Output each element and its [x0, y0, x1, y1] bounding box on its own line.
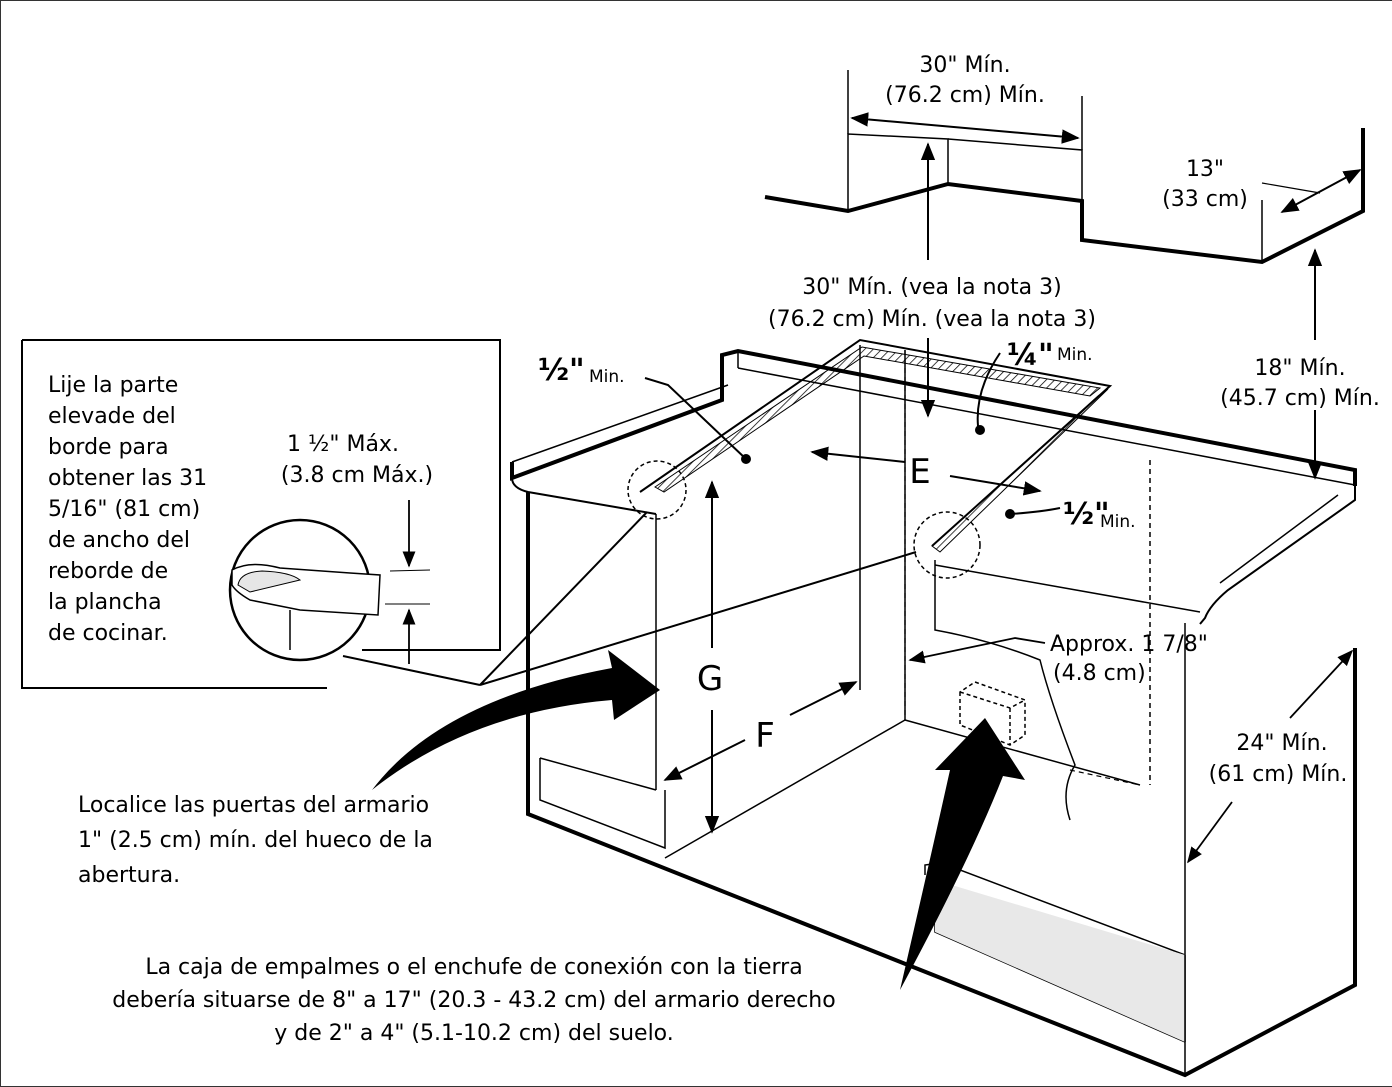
top-width-line1: 30" Mín. — [919, 53, 1010, 78]
depth-min-line2: (61 cm) Mín. — [1209, 762, 1348, 787]
door-note-line: Localice las puertas del armario — [78, 793, 429, 818]
junction-curved-arrow — [900, 718, 1025, 990]
dimension-e-label: E — [909, 452, 930, 492]
quarter-min-frac: ¼" — [1007, 338, 1054, 373]
inset-note-line: de ancho del — [48, 528, 190, 553]
quarter-min-unit: Min. — [1057, 345, 1093, 365]
f-arrow-left — [663, 739, 746, 781]
half-min-left-dot — [741, 454, 751, 464]
max-edge-line1: 1 ½" Máx. — [287, 432, 399, 457]
inset-leaders — [342, 511, 917, 686]
inset-note-line: reborde de — [48, 559, 168, 584]
quarter-min-leader — [976, 352, 1001, 427]
upper-clearance-line1: 30" Mín. (vea la nota 3) — [802, 275, 1061, 300]
top-depth-line1: 13" — [1186, 157, 1224, 182]
inset-note-line: obtener las 31 — [48, 466, 207, 491]
approx-line1: Approx. 1 7/8" — [1050, 632, 1208, 657]
depth-min-arrow-down — [1187, 801, 1233, 864]
quarter-min-dot — [975, 425, 985, 435]
depth-min-line1: 24" Mín. — [1236, 731, 1327, 756]
upper-clearance-line2: (76.2 cm) Mín. (vea la nota 3) — [768, 307, 1096, 332]
approx-arrow — [908, 637, 1046, 664]
inset-note-line: elevade del — [48, 404, 176, 429]
countertop — [510, 348, 1357, 790]
e-arrow-right — [949, 475, 1042, 496]
door-note: Localice las puertas del armario 1" (2.5… — [78, 793, 433, 888]
side-clearance-line2: (45.7 cm) Mín. — [1220, 386, 1380, 411]
inset-note: Lije la parte elevade del borde para obt… — [48, 373, 207, 646]
top-width-dimension — [847, 70, 1083, 150]
dimension-g-label: G — [697, 659, 723, 699]
half-min-left-leader — [644, 377, 747, 460]
base-cabinet — [526, 623, 1357, 1078]
max-edge-line2: (3.8 cm Máx.) — [281, 463, 433, 488]
half-min-right-dot — [1005, 509, 1015, 519]
half-min-right-unit: Min. — [1100, 512, 1136, 532]
inset-note-line: Lije la parte — [48, 373, 178, 398]
e-arrow-left — [810, 446, 906, 463]
detail-inset — [21, 339, 501, 689]
top-depth-line2: (33 cm) — [1162, 187, 1248, 212]
inset-note-line: 5/16" (81 cm) — [48, 497, 200, 522]
door-note-line: 1" (2.5 cm) mín. del hueco de la — [78, 828, 433, 853]
right-detail-circle — [913, 511, 981, 579]
half-min-right-frac: ½" — [1063, 497, 1110, 532]
inset-note-line: borde para — [48, 435, 169, 460]
left-detail-circle — [627, 460, 687, 520]
depth-min-arrow-up — [1289, 649, 1354, 719]
half-min-right-leader — [1009, 507, 1061, 515]
junction-note-line: y de 2" a 4" (5.1-10.2 cm) del suelo. — [274, 1021, 674, 1046]
junction-note-line: debería situarse de 8" a 17" (20.3 - 43.… — [112, 988, 835, 1013]
inset-note-line: la plancha — [48, 590, 162, 615]
door-note-line: abertura. — [78, 863, 180, 888]
upper-cabinet — [764, 128, 1365, 265]
half-min-left-frac: ½" — [538, 353, 585, 388]
dimension-f-label: F — [755, 716, 775, 756]
junction-note: La caja de empalmes o el enchufe de cone… — [112, 955, 835, 1046]
f-arrow-right — [789, 681, 858, 716]
side-clearance-line1: 18" Mín. — [1254, 356, 1345, 381]
approx-line2: (4.8 cm) — [1053, 661, 1146, 686]
door-curved-arrow — [372, 650, 660, 790]
top-width-line2: (76.2 cm) Mín. — [885, 83, 1045, 108]
inset-note-line: de cocinar. — [48, 621, 168, 646]
half-min-left-unit: Min. — [589, 367, 625, 387]
junction-box — [959, 681, 1026, 746]
top-depth-dimension — [1261, 169, 1362, 213]
junction-note-line: La caja de empalmes o el enchufe de cone… — [145, 955, 802, 980]
cooktop-cutout — [639, 338, 1151, 821]
